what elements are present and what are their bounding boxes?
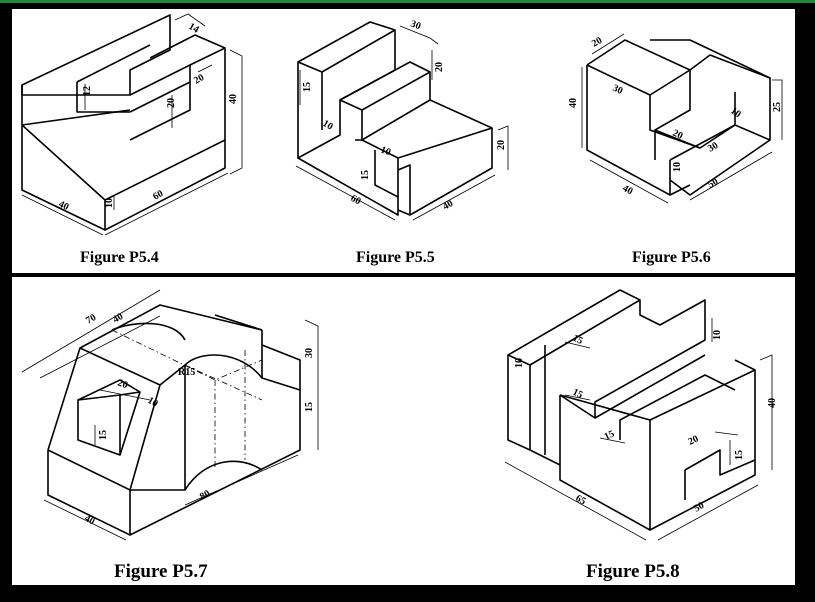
top-figure-panel — [12, 9, 795, 273]
dim-p5-5-e: 10 — [379, 144, 392, 158]
dim-p5-6-d: 10 — [728, 105, 743, 120]
dim-p5-8-a: 10 — [514, 358, 525, 368]
dim-p5-8-f: 40 — [767, 398, 778, 408]
dim-p5-4-g: 10 — [104, 198, 115, 208]
dim-p5-8-j: 50 — [692, 500, 706, 515]
dim-p5-7-i: 40 — [83, 513, 97, 527]
bottom-figure-panel — [12, 277, 795, 585]
dim-p5-4-a: 14 — [187, 21, 201, 36]
dim-p5-7-a: 70 — [84, 312, 98, 327]
dim-p5-6-f: 30 — [706, 140, 720, 155]
dim-p5-8-c: 10 — [712, 330, 723, 340]
dim-p5-6-g: 10 — [672, 162, 683, 172]
dim-p5-7-c: R15 — [178, 367, 195, 378]
figure-p5-5-caption: Figure P5.5 — [356, 249, 435, 266]
dim-p5-7-h: 15 — [304, 402, 315, 412]
dim-p5-8-e: 15 — [603, 429, 617, 443]
dim-p5-5-f: 15 — [360, 170, 371, 180]
dim-p5-7-d: 30 — [304, 348, 315, 358]
dim-p5-4-c: 20 — [166, 98, 177, 108]
dim-p5-6-c: 40 — [568, 98, 579, 108]
figure-p5-4-drawing: 14 12 20 20 40 40 10 60 — [21, 13, 243, 236]
dim-p5-6-i: 40 — [621, 183, 635, 197]
figure-p5-6-caption: Figure P5.6 — [632, 249, 711, 266]
dim-p5-8-g: 20 — [687, 434, 701, 448]
dim-p5-7-f: 10 — [146, 395, 160, 410]
dim-p5-5-h: 40 — [441, 198, 455, 213]
dim-p5-5-d: 10 — [321, 118, 335, 133]
figure-p5-7-drawing: 70 40 R15 30 20 10 15 15 40 80 — [21, 289, 319, 541]
figure-p5-6-drawing: 20 30 40 10 20 30 10 25 40 50 — [568, 33, 783, 204]
dim-p5-5-b: 20 — [434, 62, 445, 72]
figure-p5-4-caption: Figure P5.4 — [80, 249, 159, 266]
dim-p5-6-b: 30 — [611, 83, 625, 97]
dim-p5-5-g: 60 — [349, 193, 363, 207]
figure-p5-8-drawing: 10 15 10 15 15 40 20 15 65 50 — [504, 289, 778, 541]
top-accent-line — [0, 0, 815, 3]
figure-p5-5-drawing: 30 20 15 10 10 15 60 40 20 — [295, 18, 509, 221]
dim-p5-8-h: 15 — [734, 450, 745, 460]
dim-p5-6-a: 20 — [590, 35, 604, 50]
dim-p5-7-g: 15 — [98, 430, 109, 440]
dim-p5-7-j: 80 — [198, 488, 212, 503]
dim-p5-6-h: 25 — [772, 102, 783, 112]
dim-p5-4-d: 20 — [192, 72, 206, 87]
figure-p5-7-caption: Figure P5.7 — [114, 561, 208, 582]
dim-p5-4-f: 40 — [57, 199, 71, 213]
dim-p5-5-i: 20 — [496, 140, 507, 150]
dim-p5-8-b: 15 — [571, 333, 585, 347]
dim-p5-6-e: 20 — [671, 128, 685, 142]
dim-p5-4-e: 40 — [228, 94, 239, 104]
dim-p5-7-b: 40 — [111, 311, 125, 326]
dim-p5-4-h: 60 — [151, 188, 165, 202]
dim-p5-7-e: 20 — [116, 377, 129, 391]
dim-p5-4-b: 12 — [82, 86, 93, 96]
dim-p5-5-c: 15 — [302, 82, 313, 92]
dim-p5-8-d: 15 — [571, 387, 585, 401]
dim-p5-5-a: 30 — [409, 18, 422, 32]
dim-p5-6-j: 50 — [706, 176, 720, 191]
dim-p5-8-i: 65 — [574, 493, 588, 507]
figure-p5-8-caption: Figure P5.8 — [586, 561, 680, 582]
